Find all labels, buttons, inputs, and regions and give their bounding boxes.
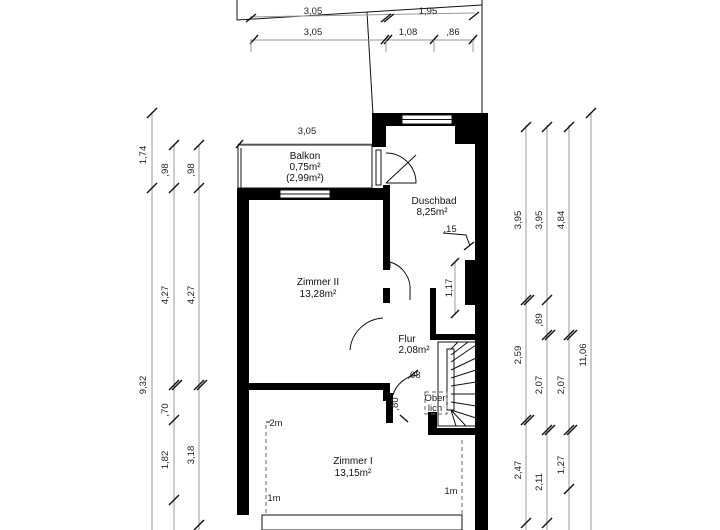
balkon-area: 0,75m² xyxy=(289,162,321,173)
windows xyxy=(261,114,463,530)
height-1m-right: 1m xyxy=(444,486,457,497)
dim-top-2b: 1,08 xyxy=(399,27,418,38)
upper-outline xyxy=(236,0,483,116)
dim-right-2-47: 2,47 xyxy=(513,461,524,480)
staircase: Ober lich xyxy=(424,341,477,427)
doors xyxy=(349,152,419,423)
dim-right-3-95a: 3,95 xyxy=(513,211,524,230)
zimmer2-name: Zimmer II xyxy=(297,277,339,288)
balcony xyxy=(237,144,382,189)
dim-left-1-82: 1,82 xyxy=(160,451,171,470)
balkon-area-alt: (2,99m²) xyxy=(286,173,324,184)
zimmer2-area: 13,28m² xyxy=(300,289,337,300)
dim-left-9-32: 9,32 xyxy=(138,376,149,395)
balkon-name: Balkon xyxy=(290,151,321,162)
flur-name: Flur xyxy=(398,334,416,345)
dim-right-2-07b: 2,07 xyxy=(556,376,567,395)
dim-bath-offset: ,15 xyxy=(443,224,456,235)
dim-door-width: ,80 xyxy=(390,397,401,410)
dim-door-offset: ,08 xyxy=(407,370,420,381)
dim-bath-niche: 1,17 xyxy=(444,279,455,298)
dim-top-2a: 3,05 xyxy=(304,27,323,38)
dim-right-1-27: 1,27 xyxy=(556,456,567,475)
skylight-label-2: lich xyxy=(428,403,442,414)
dim-left-3-18: 3,18 xyxy=(186,446,197,465)
dim-top-1a: 3,05 xyxy=(304,6,323,17)
dim-left-4-27b: 4,27 xyxy=(186,286,197,305)
dim-left-1-74: 1,74 xyxy=(138,146,149,165)
right-dimensions: 3,95 2,59 2,47 3,95 ,89 2,07 2,11 4,84 2… xyxy=(513,107,597,530)
duschbad-area: 8,25m² xyxy=(416,207,448,218)
room-labels: Balkon 0,75m² (2,99m²) Duschbad 8,25m² Z… xyxy=(286,151,456,479)
zimmer1-area: 13,15m² xyxy=(335,468,372,479)
top-dimensions: 3,05 1,95 3,05 1,08 ,86 3,05 xyxy=(235,6,480,149)
inner-dimensions: ,15 1,17 ,08 ,80 xyxy=(390,224,475,411)
dim-top-1b: 1,95 xyxy=(419,6,438,17)
skylight-label-1: Ober xyxy=(424,393,445,404)
dim-right-11-06: 11,06 xyxy=(578,343,589,366)
dim-right-3-95b: 3,95 xyxy=(534,211,545,230)
height-lines: 2m 1m 1m xyxy=(265,418,463,515)
dim-right-0-89: ,89 xyxy=(534,313,545,326)
height-2m: 2m xyxy=(269,418,282,429)
height-1m-left: 1m xyxy=(267,493,280,504)
dim-top-2c: ,86 xyxy=(446,27,459,38)
dim-right-2-59: 2,59 xyxy=(513,346,524,365)
dim-left-0-98b: ,98 xyxy=(186,163,197,176)
dim-left-0-70: ,70 xyxy=(160,403,171,416)
dim-right-4-84: 4,84 xyxy=(556,211,567,230)
dim-left-4-27a: 4,27 xyxy=(160,286,171,305)
dim-right-2-11: 2,11 xyxy=(534,473,545,491)
flur-area: 2,08m² xyxy=(398,345,430,356)
dim-balkon-width: 3,05 xyxy=(298,126,317,137)
duschbad-name: Duschbad xyxy=(411,196,456,207)
left-dimensions: 1,74 9,32 ,98 4,27 ,70 1,82 ,98 4,27 3,1… xyxy=(138,107,208,530)
zimmer1-name: Zimmer I xyxy=(333,456,372,467)
dim-left-0-98a: ,98 xyxy=(160,163,171,176)
dim-right-2-07a: 2,07 xyxy=(534,376,545,395)
